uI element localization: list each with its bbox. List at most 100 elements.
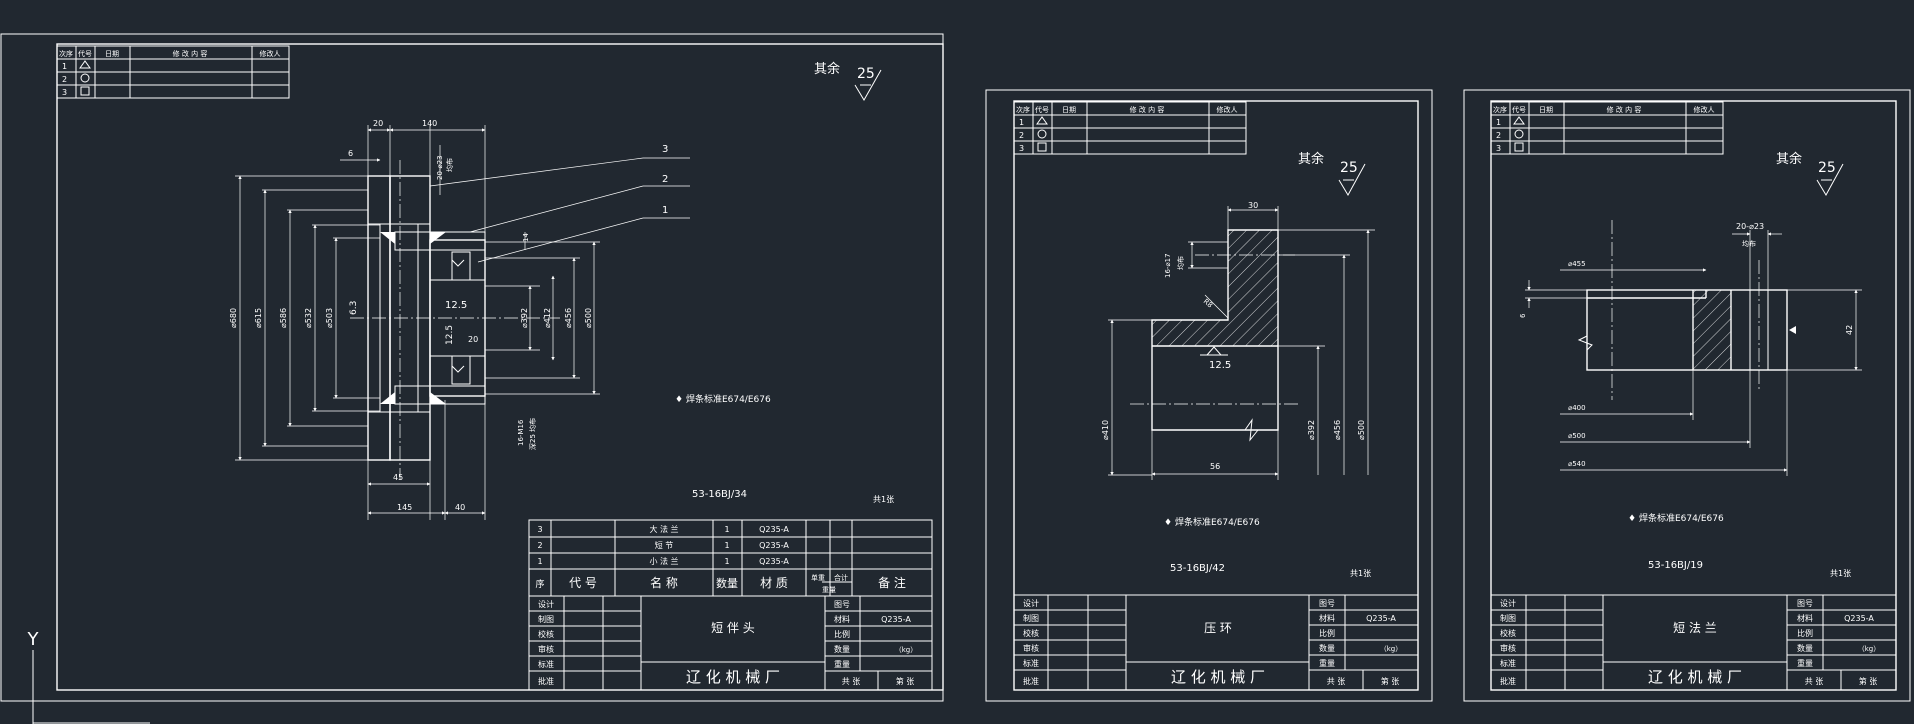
- rev-header-seq: 次序: [1016, 105, 1030, 114]
- drawing-sheet-2[interactable]: 次序 代号 日期 修 改 内 容 修改人 1 2 3 其余 25: [985, 89, 1433, 702]
- tb-quantity-label: 数量: [834, 644, 850, 654]
- tb-checked: 校核: [538, 629, 554, 639]
- ra-12-5-a: 12.5: [445, 300, 467, 311]
- sheet-count: 共1张: [1350, 569, 1371, 578]
- square-symbol: [1037, 142, 1047, 152]
- weld-note: ♦ 焊条标准E674/E676: [1164, 516, 1260, 528]
- balloon-1: 1: [662, 205, 668, 216]
- rev-row-3: 3: [1496, 144, 1501, 153]
- dimensions-sheet-1: [235, 125, 690, 520]
- dim-30: 30: [1248, 201, 1258, 210]
- ucs-icon: Y: [27, 629, 150, 724]
- dim-455: ⌀455: [1568, 260, 1586, 268]
- balloon-3: 3: [662, 144, 668, 155]
- ucs-y-label: Y: [27, 629, 40, 650]
- tb-drawn: 制图: [1023, 613, 1039, 623]
- dim-586: ⌀586: [279, 308, 288, 328]
- surface-finish-label: 其余: [1776, 151, 1802, 167]
- dim-holes-even: 均布: [1742, 239, 1756, 248]
- rev-header-reviser: 修改人: [1694, 105, 1715, 114]
- surface-finish-icon: [854, 69, 882, 101]
- dim-thread-depth: 深25 均布: [528, 418, 537, 450]
- tb-weight-label: 重量: [834, 659, 850, 669]
- rev-header-seq: 次序: [1493, 105, 1507, 114]
- sheet-count: 共1张: [1830, 569, 1851, 578]
- dim-410: ⌀410: [1101, 420, 1110, 440]
- surface-finish-icon: [1338, 163, 1366, 197]
- rev-row-3: 3: [1019, 144, 1024, 153]
- dim-503: ⌀503: [325, 308, 334, 328]
- dim-top-6: 6: [348, 149, 353, 158]
- drawing-number: 53-16BJ/42: [1170, 563, 1225, 574]
- triangle-symbol: [1036, 116, 1048, 125]
- part-name: 短 伴 头: [711, 621, 755, 635]
- revision-table[interactable]: 次序 代号 日期 修 改 内 容 修改人 1 2 3: [1013, 101, 1247, 155]
- tb-standard: 标准: [538, 659, 554, 669]
- ra-12-5-b: 12.5: [445, 325, 455, 345]
- rev-header-code: 代号: [1035, 105, 1049, 114]
- rev-header-code: 代号: [1512, 105, 1526, 114]
- bom-row-1-qty: 1: [724, 557, 729, 566]
- dim-532: ⌀532: [304, 308, 313, 328]
- tb-material-label: 材料: [1797, 613, 1813, 623]
- dim-680: ⌀680: [229, 308, 238, 328]
- tb-weight-unit: （kg）: [1858, 645, 1881, 653]
- dim-holes-even: 均布: [445, 158, 454, 172]
- dim-500: ⌀500: [584, 308, 593, 328]
- tb-design: 设计: [1023, 598, 1039, 608]
- rev-header-date: 日期: [105, 50, 119, 58]
- dimensions-sheet-2: [1108, 206, 1375, 480]
- revision-table[interactable]: 次序 代号 日期 修 改 内 容 修改人 1 2 3: [1490, 101, 1724, 155]
- tb-reviewed: 审核: [538, 644, 554, 654]
- rev-header-seq: 次序: [59, 49, 73, 58]
- rev-row-2: 2: [62, 75, 67, 84]
- bom-row-3-name: 大 法 兰: [649, 524, 678, 534]
- revision-table[interactable]: 次序 代号 日期 修 改 内 容 修改人 1 2 3: [56, 45, 290, 99]
- dim-615: ⌀615: [254, 308, 263, 328]
- bom-header-qty: 数量: [716, 577, 738, 590]
- bom-row-2-qty: 1: [724, 541, 729, 550]
- drawing-sheet-1[interactable]: 次序 代号 日期 修 改 内 容 修改人 1 2 3 其余 25: [0, 33, 944, 702]
- dim-20: 20: [468, 335, 478, 344]
- dimensions-sheet-3: [1525, 230, 1862, 476]
- bom-header-name: 名 称: [650, 575, 678, 590]
- bom-header-total-weight: 合计: [834, 573, 848, 582]
- company-name: 辽 化 机 械 厂: [1648, 668, 1742, 686]
- balloon-2: 2: [662, 174, 668, 185]
- tb-checked: 校核: [1500, 628, 1516, 638]
- tb-scale-label: 比例: [1797, 628, 1813, 638]
- dim-400: ⌀400: [1568, 404, 1586, 412]
- rev-header-reviser: 修改人: [1217, 105, 1238, 114]
- rev-row-2: 2: [1019, 131, 1024, 140]
- dim-14: 14: [522, 233, 530, 242]
- bom-header-unit-weight: 单重: [811, 573, 825, 582]
- company-name: 辽 化 机 械 厂: [1171, 668, 1265, 686]
- rev-row-3: 3: [62, 88, 67, 97]
- tb-drawn: 制图: [538, 614, 554, 624]
- tb-material-label: 材料: [834, 614, 850, 624]
- bom-row-3-material: Q235-A: [759, 525, 789, 534]
- part-view-short-flange[interactable]: [1577, 220, 1796, 400]
- sheet-count: 共1张: [873, 495, 894, 504]
- part-view-assembly[interactable]: [350, 160, 560, 480]
- tb-drawing-no-label: 图号: [1797, 599, 1813, 608]
- part-view-pressure-ring[interactable]: [1130, 229, 1300, 442]
- tb-design: 设计: [538, 599, 554, 609]
- part-name: 短 法 兰: [1673, 621, 1717, 635]
- drawing-sheet-3[interactable]: 次序 代号 日期 修 改 内 容 修改人 1 2 3 其余 25: [1463, 89, 1911, 702]
- company-name: 辽 化 机 械 厂: [686, 668, 780, 686]
- tb-standard: 标准: [1500, 658, 1516, 668]
- title-block[interactable]: 设计 制图 校核 审核 标准 批准 压 环 辽 化 机 械 厂 图号 材料 比例…: [1013, 594, 1419, 691]
- title-block[interactable]: 设计 制图 校核 审核 标准 批准 短 伴 头 辽 化 机 械 厂 图号 材料 …: [528, 595, 933, 691]
- sheet-3-outer-border: [1463, 89, 1911, 702]
- tb-approved: 批准: [538, 676, 554, 686]
- title-block[interactable]: 设计 制图 校核 审核 标准 批准 短 法 兰 辽 化 机 械 厂 图号 材料 …: [1490, 594, 1897, 691]
- dim-6: 6: [1519, 313, 1527, 318]
- sheet-2-outer-border: [985, 89, 1433, 702]
- sheet-3-inner-border: [1490, 100, 1897, 691]
- tb-sheets: 共 张: [1327, 677, 1346, 686]
- tb-standard: 标准: [1023, 658, 1039, 668]
- tb-approved: 批准: [1500, 676, 1516, 686]
- bill-of-materials[interactable]: 3 大 法 兰 1 Q235-A 2 短 节 1 Q235-A 1 小 法 兰 …: [528, 519, 933, 597]
